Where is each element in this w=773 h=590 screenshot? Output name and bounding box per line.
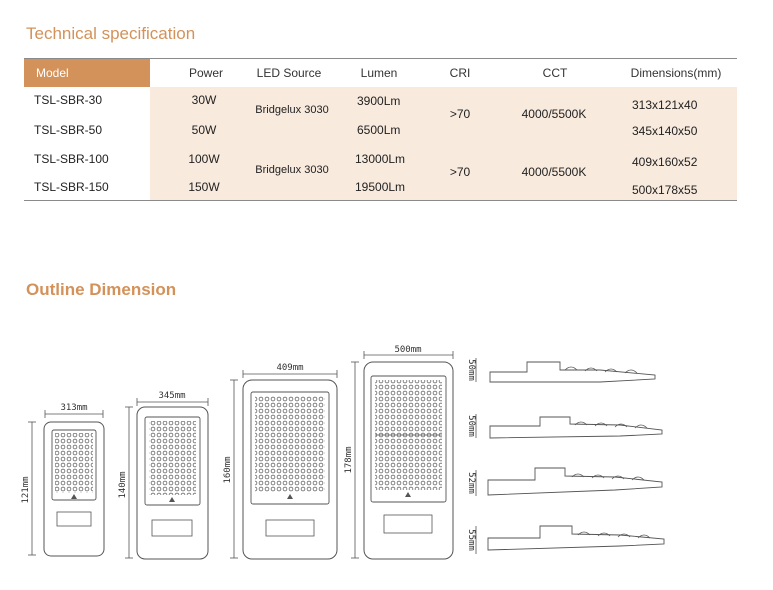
- width-label-409: 409mm: [276, 363, 303, 373]
- row4-model: TSL-SBR-150: [34, 180, 109, 194]
- header-dimensions: Dimensions(mm): [630, 66, 722, 80]
- group1-cct: 4000/5500K: [521, 107, 587, 121]
- lamp-front-view-409: 409mm 160mm: [223, 363, 338, 560]
- lamp-front-view-500: 500mm 178mm: [344, 345, 454, 560]
- row1-lumen: 3900Lm: [357, 94, 401, 108]
- header-led-source: LED Source: [256, 66, 322, 80]
- table-bottom-rule: [24, 200, 737, 201]
- header-cri: CRI: [449, 66, 471, 80]
- lamp-side-view-3: 52mm: [466, 467, 663, 496]
- table-top-rule: [24, 58, 737, 59]
- row3-model: TSL-SBR-100: [34, 152, 109, 166]
- group2-cct: 4000/5500K: [521, 165, 587, 179]
- row3-dimensions: 409x160x52: [632, 155, 698, 169]
- lamp-front-view-313: 313mm 121mm: [21, 403, 105, 557]
- group1-led-source: Bridgelux 3030: [255, 104, 329, 116]
- height-label-121: 121mm: [21, 476, 31, 503]
- header-lumen: Lumen: [360, 66, 398, 80]
- row4-power: 150W: [188, 180, 220, 194]
- thickness-label-2: 50mm: [466, 415, 476, 437]
- row4-dimensions: 500x178x55: [632, 183, 698, 197]
- group2-led-source: Bridgelux 3030: [255, 164, 329, 176]
- lamp-front-view-345: 345mm 140mm: [118, 391, 209, 560]
- row1-model: TSL-SBR-30: [34, 93, 103, 107]
- width-label-500: 500mm: [394, 345, 421, 355]
- thickness-label-3: 52mm: [466, 472, 476, 494]
- lamp-side-view-4: 55mm: [466, 525, 665, 554]
- header-model: Model: [36, 66, 69, 80]
- height-label-160: 160mm: [223, 456, 233, 483]
- spec-section-title: Technical specification: [26, 24, 196, 43]
- row-group-band-1: [150, 87, 737, 146]
- row1-power: 30W: [191, 93, 217, 107]
- row2-dimensions: 345x140x50: [632, 124, 698, 138]
- row2-model: TSL-SBR-50: [34, 123, 103, 137]
- height-label-178: 178mm: [344, 446, 354, 473]
- group1-cri: >70: [449, 107, 471, 121]
- width-label-313: 313mm: [60, 403, 87, 413]
- row3-power: 100W: [188, 152, 220, 166]
- row4-lumen: 19500Lm: [355, 180, 406, 194]
- row3-lumen: 13000Lm: [355, 152, 406, 166]
- lamp-side-view-2: 50mm: [466, 414, 663, 439]
- model-header-cell: [24, 59, 150, 87]
- width-label-345: 345mm: [158, 391, 185, 401]
- row-group-band-2: [150, 146, 737, 200]
- row2-lumen: 6500Lm: [357, 123, 401, 137]
- header-power: Power: [188, 66, 224, 80]
- spec-table: Model Power LED Source Lumen CRI CCT Dim…: [24, 58, 737, 201]
- header-cct: CCT: [542, 66, 568, 80]
- lamp-side-view-1: 50mm: [466, 358, 656, 383]
- row2-power: 50W: [191, 123, 217, 137]
- thickness-label-1: 50mm: [466, 359, 476, 381]
- group2-cri: >70: [449, 165, 471, 179]
- thickness-label-4: 55mm: [466, 529, 476, 551]
- row1-dimensions: 313x121x40: [632, 98, 698, 112]
- height-label-140: 140mm: [118, 471, 128, 498]
- outline-section-title: Outline Dimension: [26, 280, 177, 299]
- outline-drawings: 313mm 121mm 345mm 140mm 409mm 160mm: [21, 345, 665, 560]
